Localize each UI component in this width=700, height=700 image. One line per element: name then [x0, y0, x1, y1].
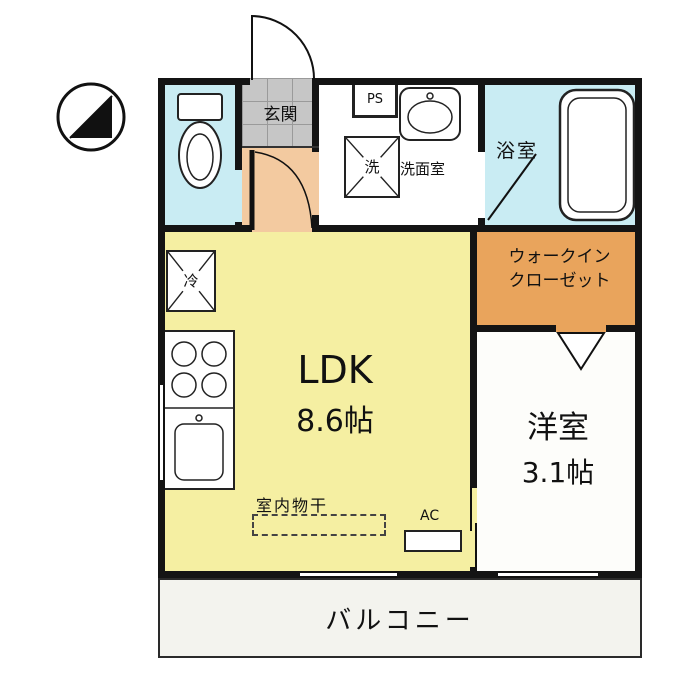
- pipe-space: PS: [352, 81, 398, 118]
- room-entry-hall: [242, 148, 319, 232]
- window: [300, 571, 397, 578]
- washer-label: 洗: [359, 154, 385, 180]
- fridge-label: 冷: [178, 268, 204, 294]
- wall: [470, 225, 477, 488]
- washroom-label: 洗面室: [400, 160, 446, 178]
- window: [498, 571, 598, 578]
- wall: [158, 78, 250, 85]
- wall: [312, 78, 319, 152]
- wall: [235, 78, 242, 170]
- wall: [158, 225, 252, 232]
- bathroom-label: 浴室: [496, 140, 539, 162]
- ldk-name: LDK: [297, 348, 373, 392]
- wall: [158, 78, 165, 578]
- refrigerator-icon: 冷: [166, 250, 216, 312]
- ldk-label: LDK 8.6帖: [240, 348, 430, 440]
- wall: [158, 571, 642, 578]
- wall: [478, 78, 485, 152]
- balcony: バルコニー: [158, 578, 642, 658]
- vanity-sink-icon: [399, 87, 461, 141]
- ac-label: AC: [420, 508, 440, 524]
- western-room-name: 洋室: [527, 410, 589, 446]
- wall: [312, 225, 642, 232]
- room-western: [477, 332, 642, 578]
- room-walk-in-closet: [477, 232, 642, 332]
- wall: [478, 218, 485, 232]
- walk-in-closet-label: ウォークイン クローゼット: [508, 247, 611, 291]
- wall: [470, 567, 477, 578]
- indoor-drying-rack: [252, 514, 386, 536]
- ps-label: PS: [366, 92, 384, 107]
- western-room-label: 洋室 3.1帖: [482, 402, 634, 491]
- ldk-size: 8.6帖: [296, 404, 374, 439]
- wall: [470, 325, 556, 332]
- genkan-label: 玄関: [263, 105, 298, 125]
- wall: [312, 215, 319, 232]
- wall: [235, 222, 242, 232]
- bathtub-icon: [558, 88, 636, 222]
- entrance-door-arc: [251, 14, 316, 81]
- window: [158, 385, 165, 480]
- room-genkan-tile: [242, 78, 319, 148]
- balcony-label: バルコニー: [325, 605, 475, 636]
- air-conditioner-icon: [404, 530, 462, 552]
- washing-machine-icon: 洗: [344, 136, 400, 198]
- toilet-icon: [177, 93, 223, 189]
- kitchen-unit-icon: [163, 330, 235, 490]
- wall: [606, 325, 642, 332]
- north-arrow-icon: [56, 82, 126, 152]
- genkan-step-line: [242, 146, 319, 148]
- indoor-drying-label: 室内物干: [256, 496, 329, 515]
- western-room-size: 3.1帖: [521, 456, 595, 489]
